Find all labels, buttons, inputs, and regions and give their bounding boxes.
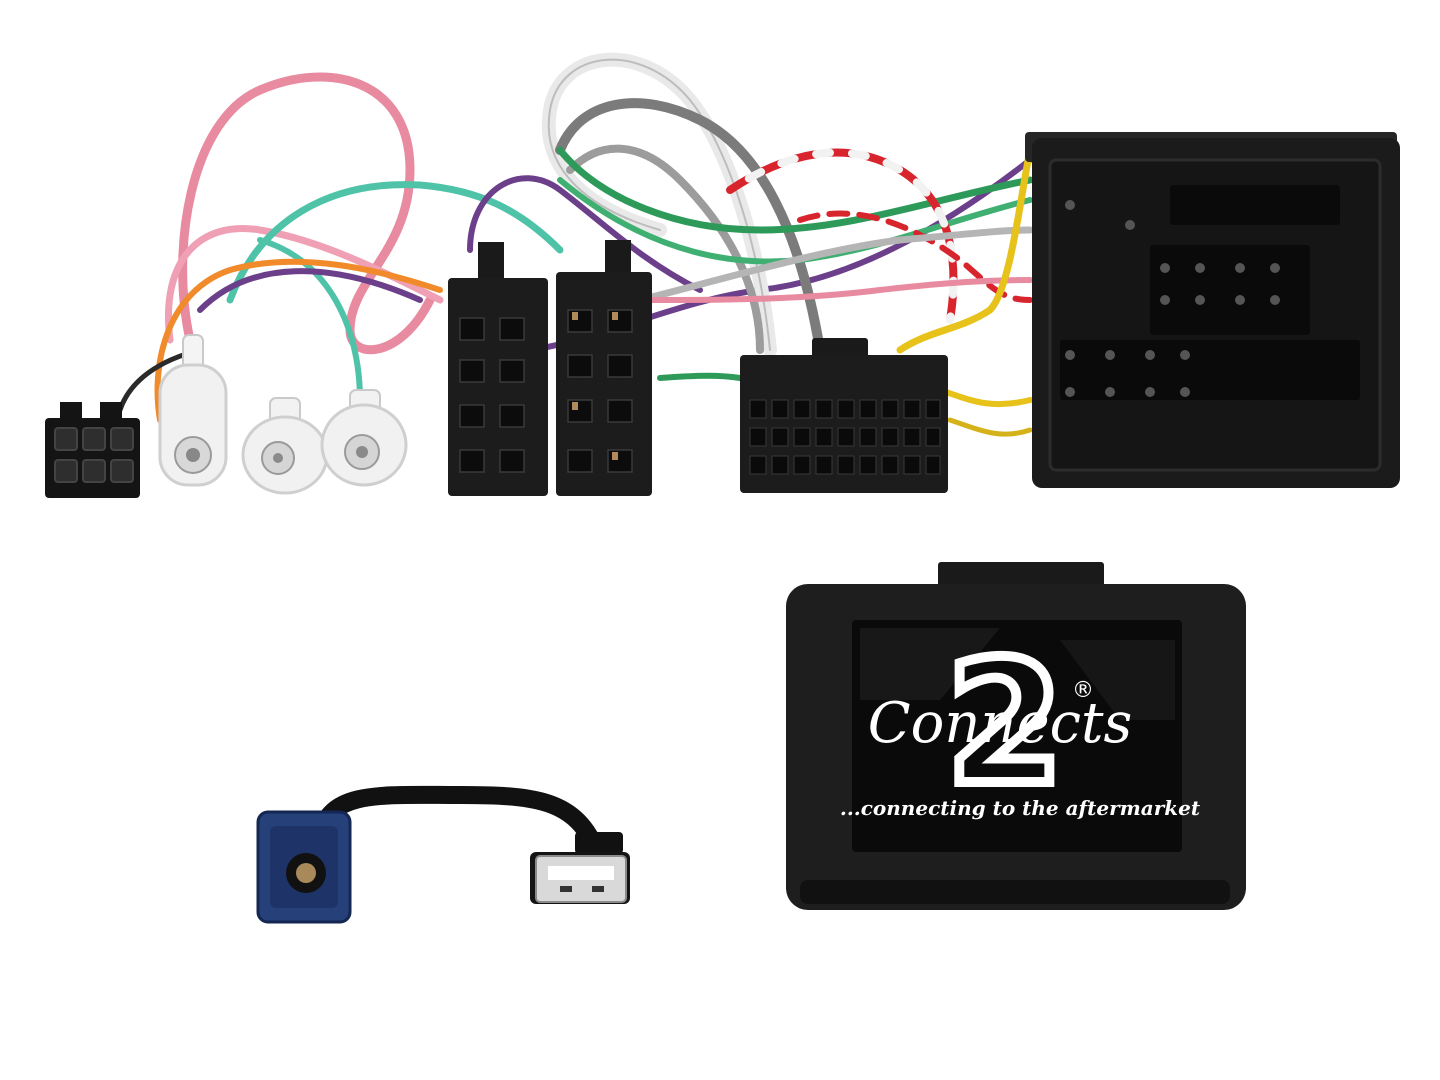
usb-adapter: [256, 785, 630, 924]
wire-pink-right: [647, 277, 1033, 303]
wire-yellow-2: [937, 387, 1033, 408]
usb-cable: [311, 785, 609, 869]
wire-white-twist: [726, 148, 958, 324]
wire-yellow-3: [947, 417, 1033, 437]
wire-white-arch-outline: [547, 58, 771, 351]
iso-connector-icon: [448, 240, 652, 496]
wire-green: [556, 146, 1034, 234]
multi-pin-connector: [740, 338, 948, 493]
wire-green-3: [657, 372, 743, 381]
wire-lightgrey: [636, 226, 1034, 304]
logo-registered: ®: [1072, 678, 1094, 703]
logo-digit: 2: [946, 625, 1064, 823]
logo-script: Connects: [868, 691, 1132, 756]
clear-connector-tall: [158, 334, 228, 487]
wire-grey-2: [566, 144, 764, 354]
antenna-plug-right: [320, 389, 408, 487]
wire-purple: [197, 268, 423, 313]
six-pin-connector: [45, 402, 140, 498]
vehicle-connector: [1025, 132, 1400, 488]
logo-tagline: ...connecting to the aftermarket: [840, 796, 1201, 820]
wire-purple-2: [467, 175, 703, 293]
fakra-connector-icon: [256, 810, 352, 924]
wire-teal-2: [257, 237, 363, 403]
logo-label: [852, 620, 1182, 852]
antenna-plug-left: [241, 397, 329, 495]
interface-box-icon: 2 Connects ® ...connecting to the afterm…: [786, 562, 1246, 910]
usb-plug-icon: [530, 832, 630, 904]
wire-yellow: [896, 146, 1034, 354]
